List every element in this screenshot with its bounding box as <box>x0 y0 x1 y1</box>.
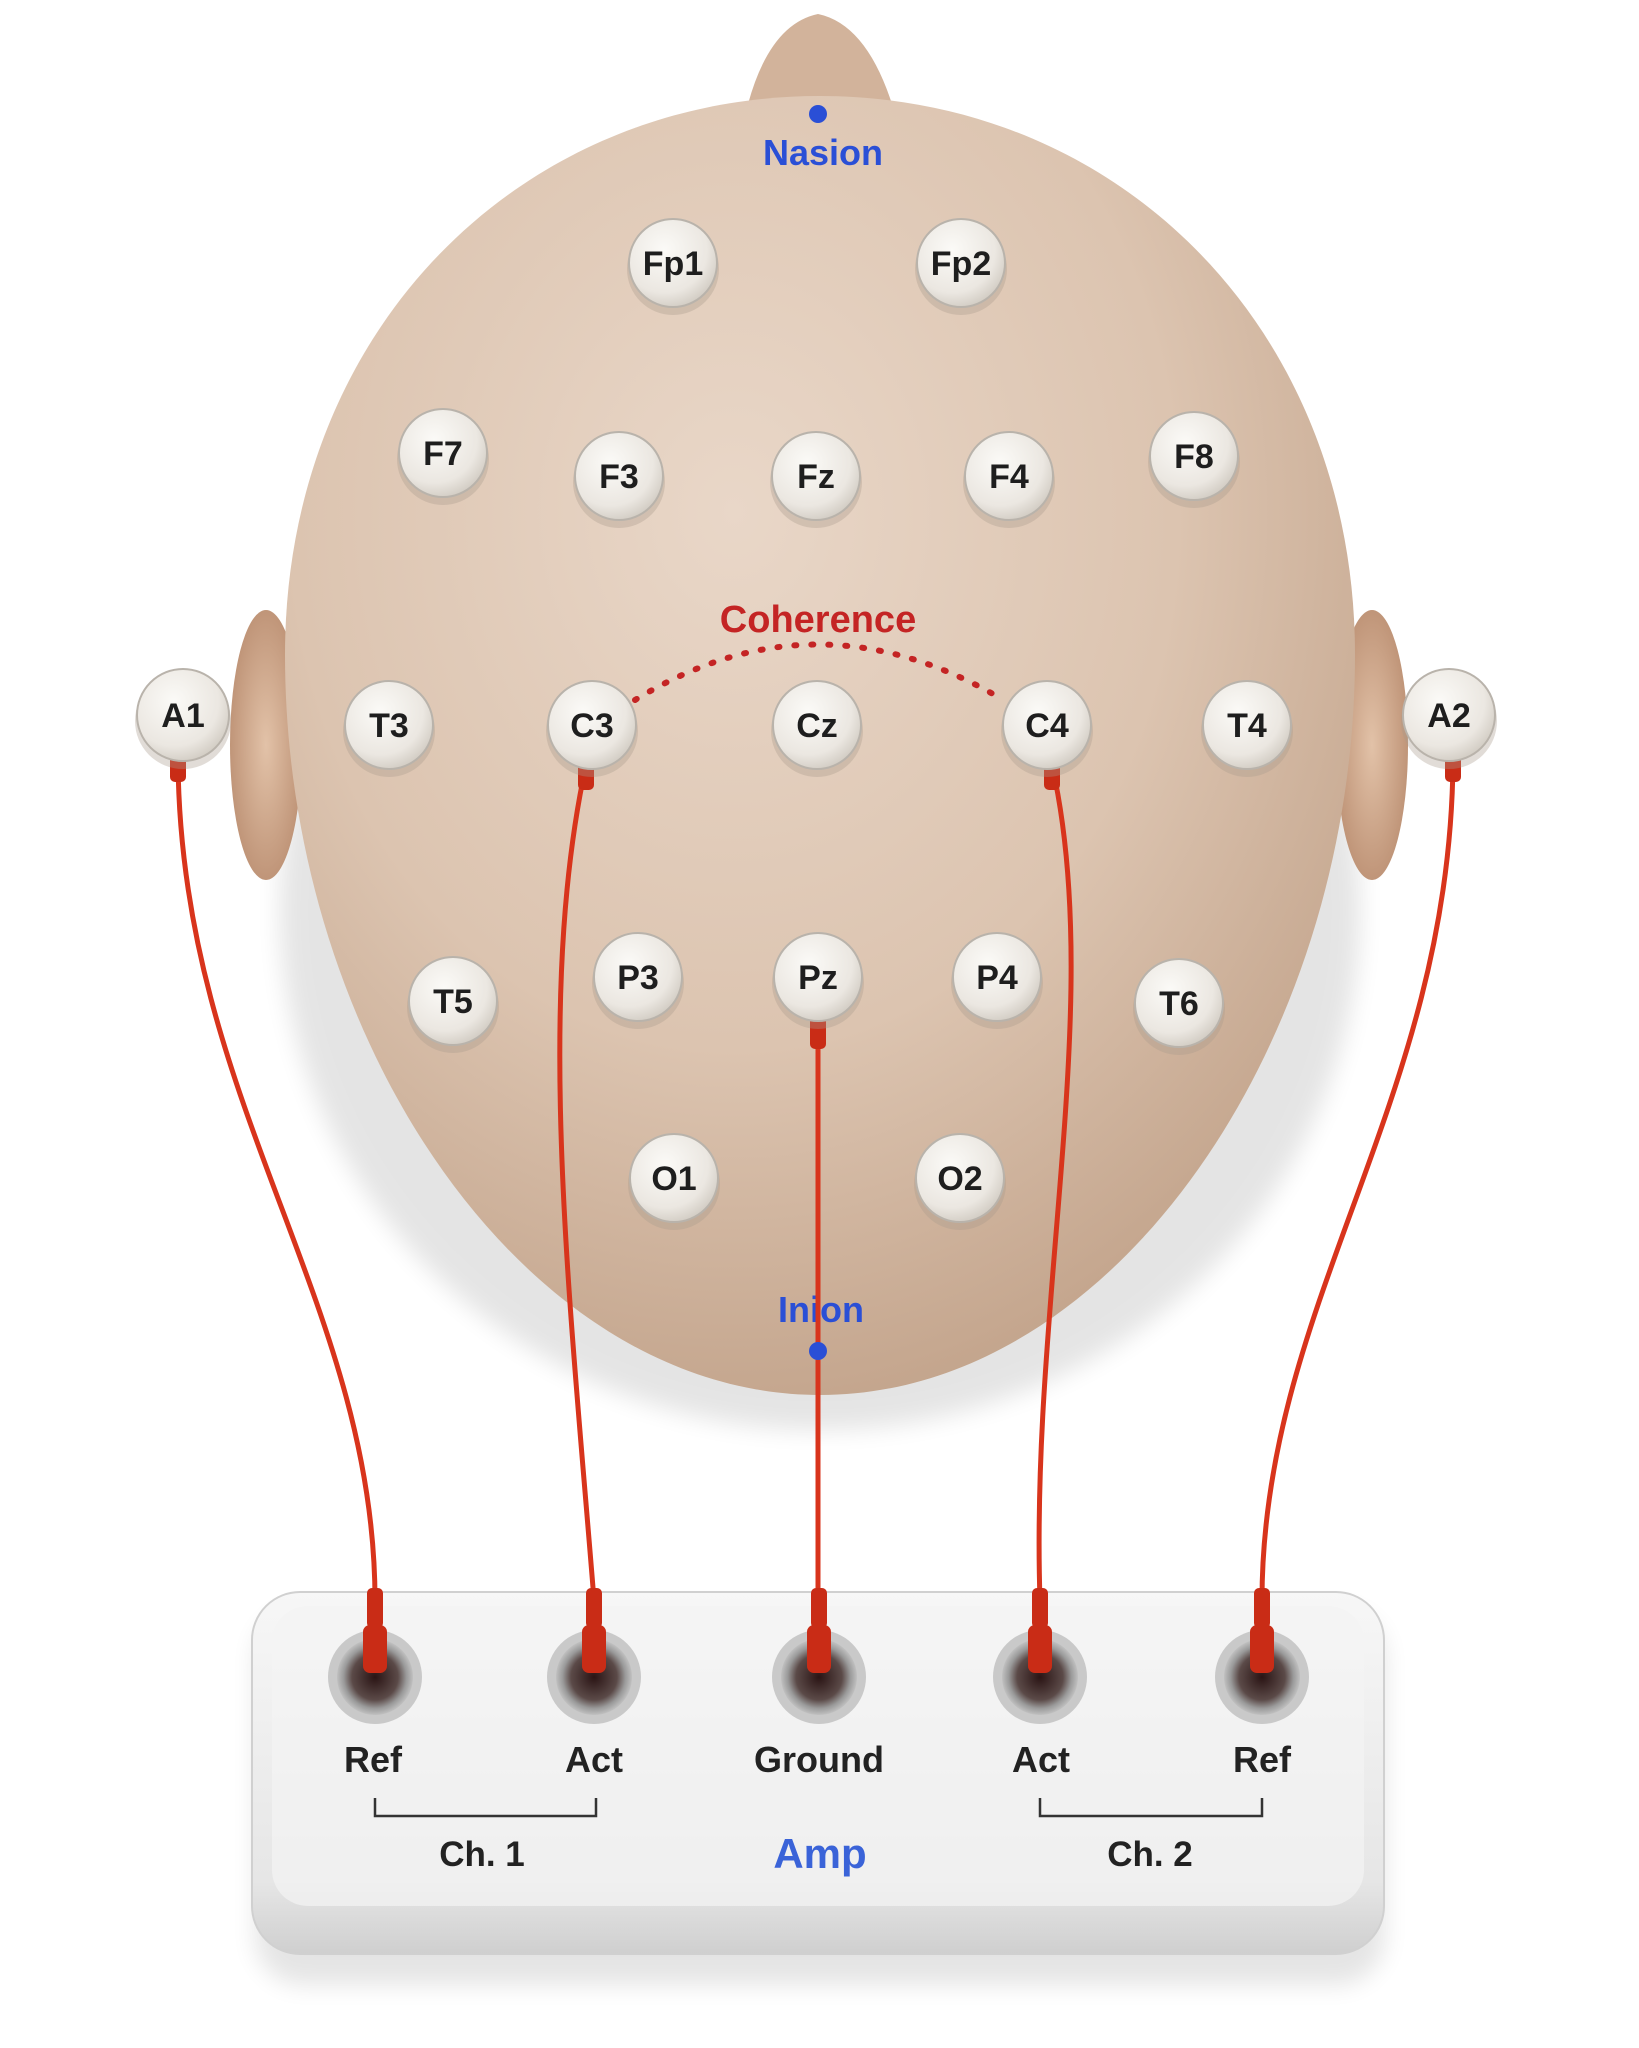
electrode-label: T4 <box>1227 707 1267 745</box>
plug-act-2-body <box>1028 1625 1052 1673</box>
electrode-label: Cz <box>796 707 838 745</box>
electrode-o2[interactable]: O2 <box>914 1133 1006 1230</box>
plug-ground-body <box>807 1625 831 1673</box>
wire-c3-act1 <box>557 762 597 1603</box>
electrode-label: Pz <box>798 959 838 997</box>
nasion-marker <box>809 105 827 123</box>
coherence-label: Coherence <box>720 599 916 641</box>
electrode-label: T3 <box>369 707 409 745</box>
channel-1-bracket <box>373 1798 598 1818</box>
amplifier-face <box>272 1606 1364 1906</box>
port-label-act-2: Act <box>1012 1739 1070 1780</box>
nose <box>748 14 892 104</box>
electrode-p4[interactable]: P4 <box>951 932 1043 1029</box>
electrode-label: F4 <box>989 458 1029 496</box>
electrode-cz[interactable]: Cz <box>771 680 863 777</box>
electrode-f4[interactable]: F4 <box>963 431 1055 528</box>
jack-ground[interactable] <box>772 1630 866 1724</box>
electrode-label: P4 <box>976 959 1018 997</box>
electrode-label: T5 <box>433 983 473 1021</box>
electrode-label: C3 <box>570 707 613 745</box>
electrode-fz[interactable]: Fz <box>770 431 862 528</box>
port-label-ground: Ground <box>754 1739 884 1780</box>
left-ear <box>230 610 302 880</box>
plug-act-1 <box>586 1588 602 1628</box>
wire-c4-act2 <box>1036 762 1074 1603</box>
plug-ground <box>811 1588 827 1628</box>
electrode-c4[interactable]: C4 <box>1001 680 1093 777</box>
nasion-label: Nasion <box>763 132 883 173</box>
plug-ref-2 <box>1254 1588 1270 1628</box>
jack-act-1[interactable] <box>547 1630 641 1724</box>
electrode-c3[interactable]: C3 <box>546 680 638 777</box>
electrode-label: F8 <box>1174 438 1214 476</box>
electrode-label: Fp1 <box>643 245 703 283</box>
jack-ref-1[interactable] <box>328 1630 422 1724</box>
plug-ref-1-body <box>363 1625 387 1673</box>
jack-act-2[interactable] <box>993 1630 1087 1724</box>
electrode-label: O2 <box>937 1160 982 1198</box>
electrode-pz[interactable]: Pz <box>772 932 864 1029</box>
wire-a2-ref2 <box>1259 752 1456 1603</box>
electrodes: Fp1 Fp2 F7 F3 Fz F4 <box>135 218 1497 1230</box>
electrode-a2[interactable]: A2 <box>1401 668 1497 769</box>
electrode-label: F7 <box>423 435 463 473</box>
electrode-label: O1 <box>651 1160 696 1198</box>
plug-act-1-body <box>582 1625 606 1673</box>
amp-title: Amp <box>773 1830 866 1877</box>
electrode-t6[interactable]: T6 <box>1133 958 1225 1055</box>
electrode-o1[interactable]: O1 <box>628 1133 720 1230</box>
wire-a1-ref1 <box>175 752 378 1603</box>
electrode-label: T6 <box>1159 985 1199 1023</box>
electrode-p3[interactable]: P3 <box>592 932 684 1029</box>
electrode-t3[interactable]: T3 <box>343 680 435 777</box>
channel-1-label: Ch. 1 <box>439 1835 525 1874</box>
electrode-label: C4 <box>1025 707 1069 745</box>
electrode-t5[interactable]: T5 <box>407 956 499 1053</box>
electrode-f8[interactable]: F8 <box>1148 411 1240 508</box>
port-label-ref-2: Ref <box>1233 1739 1292 1780</box>
electrode-label: A1 <box>161 697 204 735</box>
inion-label: Inion <box>778 1289 864 1330</box>
coherence-arc <box>632 641 1003 703</box>
wires <box>175 752 1456 1603</box>
electrode-fp1[interactable]: Fp1 <box>627 218 719 315</box>
port-label-act-1: Act <box>565 1739 623 1780</box>
electrode-f7[interactable]: F7 <box>397 408 489 505</box>
electrode-fp2[interactable]: Fp2 <box>915 218 1007 315</box>
port-label-ref-1: Ref <box>344 1739 403 1780</box>
plug-act-2 <box>1032 1588 1048 1628</box>
electrode-label: A2 <box>1427 697 1470 735</box>
electrode-f3[interactable]: F3 <box>573 431 665 528</box>
electrode-label: P3 <box>617 959 659 997</box>
electrode-a1[interactable]: A1 <box>135 668 231 769</box>
channel-2-bracket <box>1038 1798 1264 1818</box>
electrode-label: Fz <box>797 458 835 496</box>
plug-ref-1 <box>367 1588 383 1628</box>
plug-ref-2-body <box>1250 1625 1274 1673</box>
inion-marker <box>809 1342 827 1360</box>
jack-ref-2[interactable] <box>1215 1630 1309 1724</box>
electrode-t4[interactable]: T4 <box>1201 680 1293 777</box>
electrode-label: Fp2 <box>931 245 991 283</box>
channel-2-label: Ch. 2 <box>1107 1835 1193 1874</box>
electrode-label: F3 <box>599 458 639 496</box>
